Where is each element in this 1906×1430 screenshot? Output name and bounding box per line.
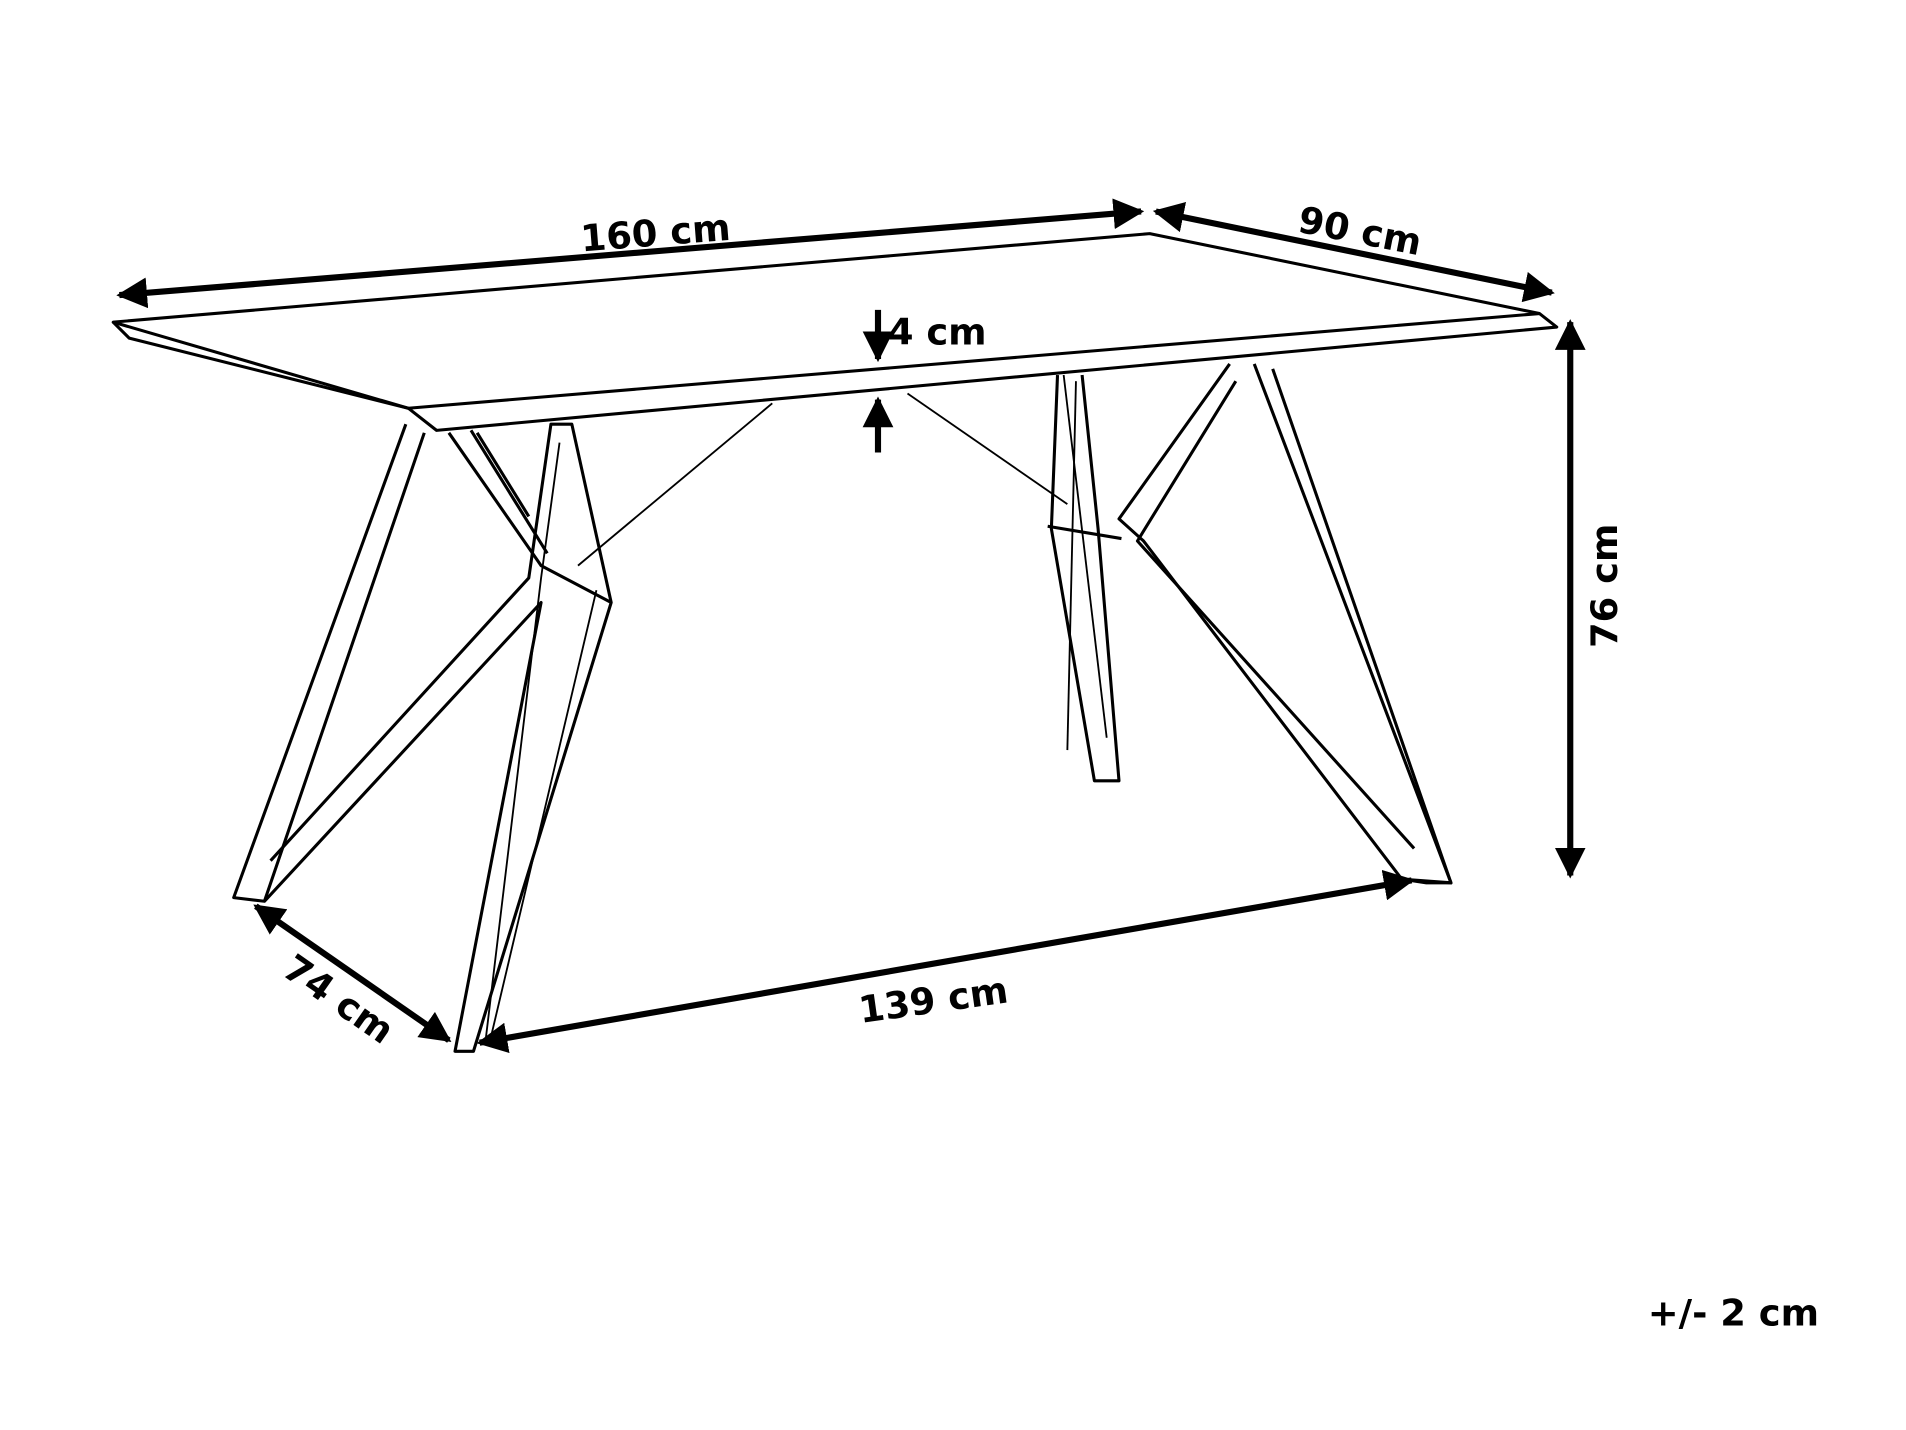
dimension-lines xyxy=(116,198,1586,1054)
stretcher-bars xyxy=(577,392,1068,567)
height-label: 76 cm xyxy=(1583,524,1626,648)
table-top xyxy=(111,232,1559,432)
table-leg-right xyxy=(1047,363,1453,885)
tolerance-label: +/- 2 cm xyxy=(1648,1291,1819,1334)
length-span-label: 139 cm xyxy=(856,968,1011,1031)
table-leg-front-left xyxy=(232,422,613,1053)
thickness-label: 4 cm xyxy=(888,310,987,353)
table-leg-back-left xyxy=(475,432,531,518)
length-label: 160 cm xyxy=(579,206,732,261)
